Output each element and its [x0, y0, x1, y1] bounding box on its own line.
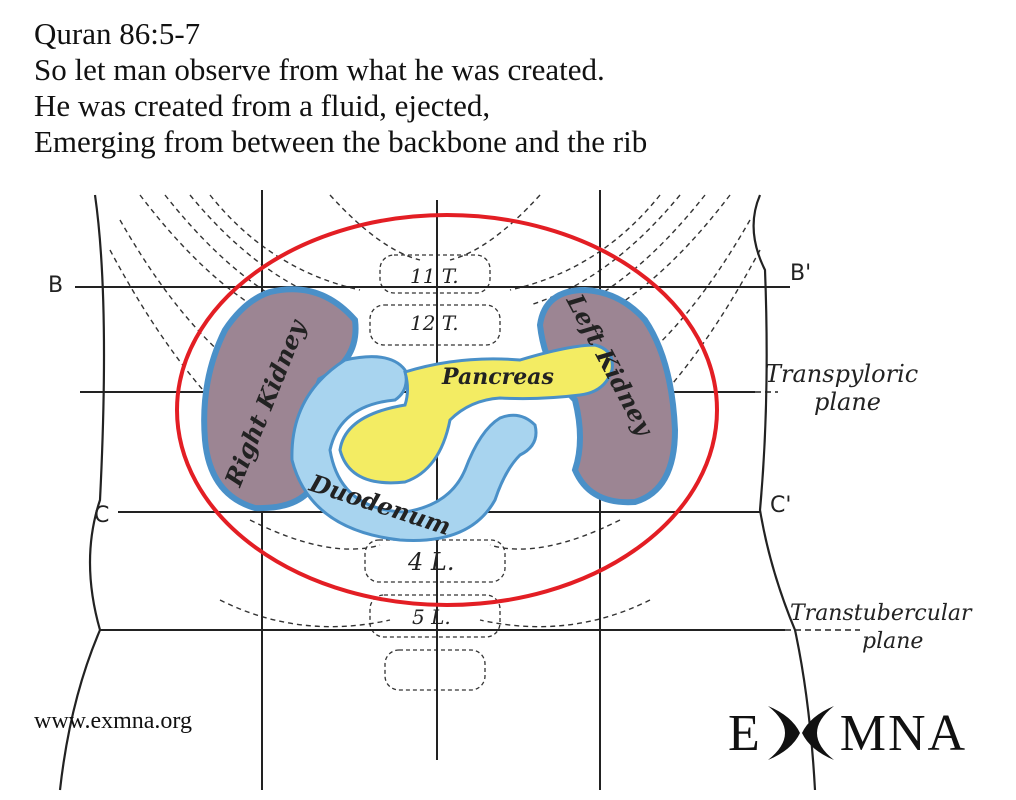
plane-label-b: B [48, 273, 63, 298]
quote-line-3: Emerging from between the backbone and t… [34, 124, 648, 159]
pancreas-label: Pancreas [441, 364, 554, 390]
crescent-x-logo-icon [767, 706, 834, 760]
pancreas [338, 343, 614, 485]
logo-letters-mna: MNA [839, 704, 968, 762]
quote-caption: Quran 86:5-7 So let man observe from wha… [34, 16, 647, 160]
plane-label-c: C [94, 503, 109, 528]
transtubercular-label: Transtubercular [790, 601, 973, 626]
vertebra-label-l5: 5 L. [412, 605, 451, 629]
plane-label-b-prime: B' [790, 261, 811, 286]
plane-label-c-prime: C' [770, 493, 791, 518]
transpyloric-plane-label: plane [814, 388, 881, 416]
quote-reference: Quran 86:5-7 [34, 16, 201, 51]
vertebra-label-t12: 12 T. [410, 311, 459, 335]
vertebra-label-l4: 4 L. [407, 548, 454, 576]
logo-letter-e: E [728, 704, 762, 762]
quote-line-1: So let man observe from what he was crea… [34, 52, 605, 87]
quote-line-2: He was created from a fluid, ejected, [34, 88, 491, 123]
right-kidney [201, 286, 359, 512]
exmna-logo: E MNA [728, 700, 967, 766]
torso-outline [58, 194, 817, 791]
duodenum [290, 355, 538, 542]
vertebra-label-t11: 11 T. [410, 264, 459, 288]
left-kidney [536, 286, 679, 506]
transtubercular-plane-label: plane [862, 629, 923, 654]
highlight-ellipse [175, 213, 719, 607]
transpyloric-label: Transpyloric [765, 360, 918, 388]
website-url: www.exmna.org [34, 708, 192, 734]
